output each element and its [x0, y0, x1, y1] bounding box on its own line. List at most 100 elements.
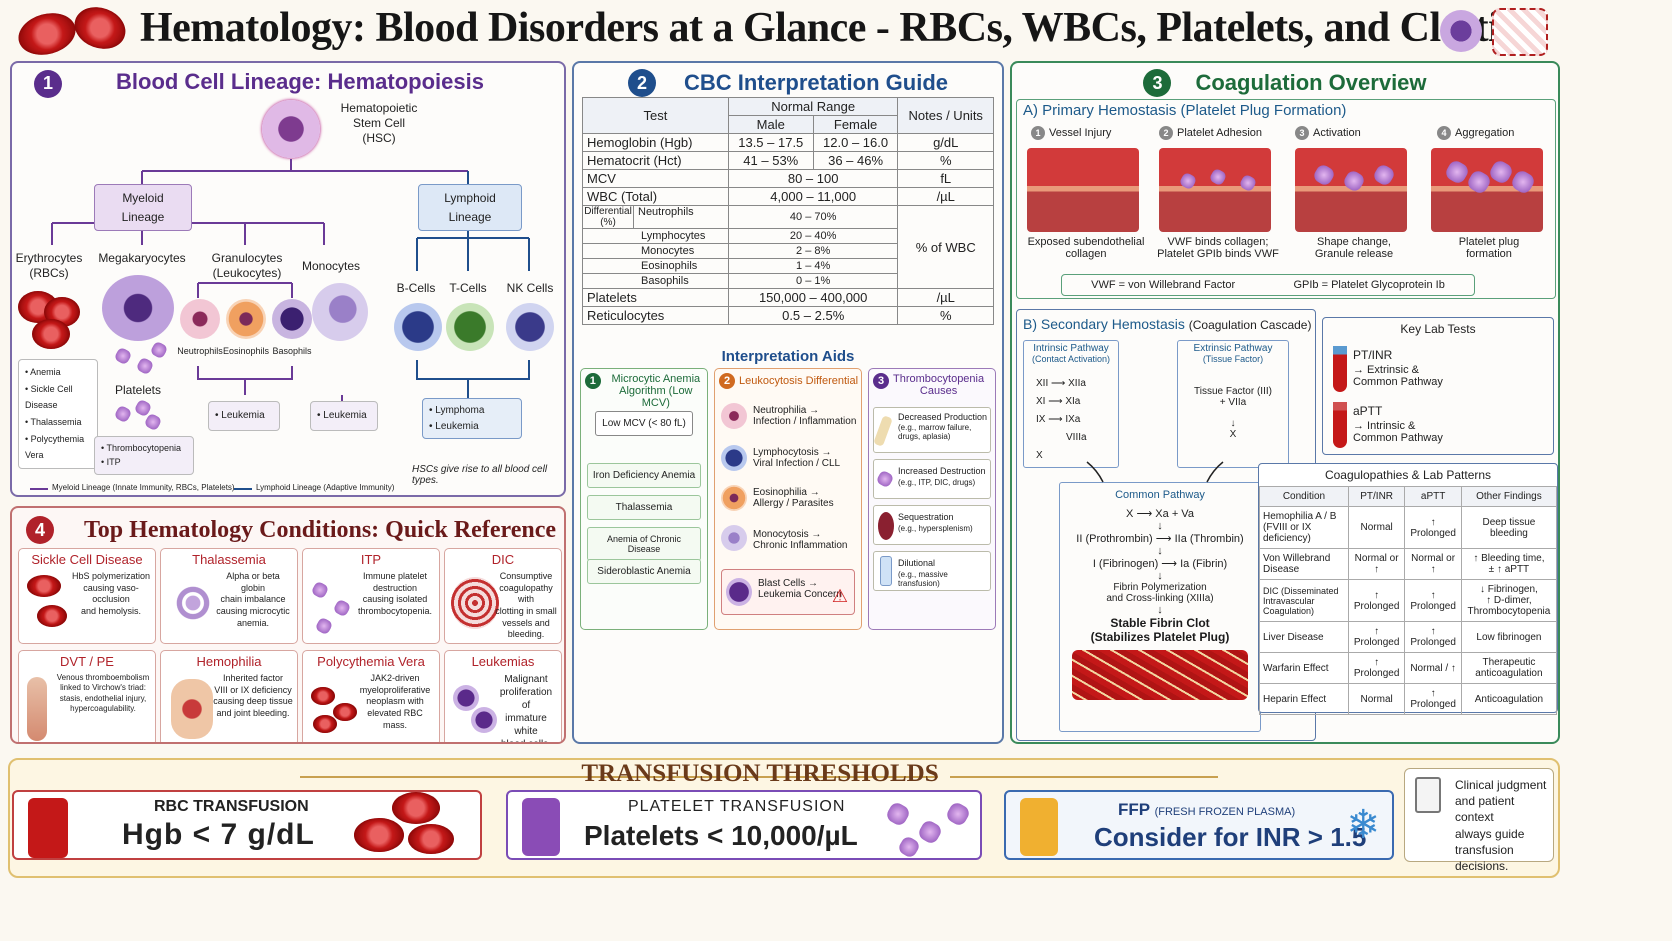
- eosinophils-label: Eosinophils: [222, 346, 270, 356]
- fibrin-clot-image: [1072, 650, 1248, 700]
- nkcell-cell: [506, 303, 554, 351]
- clinical-note: Clinical judgment and patient context al…: [1455, 778, 1547, 873]
- ffp-transfusion-box: FFP (FRESH FROZEN PLASMA) Consider for I…: [1004, 790, 1394, 860]
- legend-myeloid: Myeloid Lineage (Innate Immunity, RBCs, …: [52, 483, 235, 492]
- warning-icon: ⚠: [831, 586, 848, 606]
- clinical-note-box: Clinical judgment and patient context al…: [1404, 768, 1554, 873]
- myeloid-lineage-box: Myeloid Lineage: [94, 184, 192, 232]
- bone-icon: [873, 415, 893, 447]
- extrinsic-pathway-box: Extrinsic Pathway (Tissue Factor) Tissue…: [1177, 340, 1289, 468]
- common-pathway-box: Common Pathway X ⟶ Xa + Va ↓ II (Prothro…: [1059, 482, 1261, 732]
- rbc-cell: [32, 319, 70, 349]
- granulocyte-disorder-box: • Leukemia: [208, 401, 280, 431]
- secondary-hemostasis-title: B) Secondary Hemostasis: [1023, 316, 1185, 332]
- basophil-cell: [272, 299, 312, 339]
- rbc-disorders-box: • Anemia• Sickle Cell Disease• Thalassem…: [18, 359, 98, 469]
- bcell-cell: [394, 303, 442, 351]
- primary-hemostasis-box: A) Primary Hemostasis (Platelet Plug For…: [1016, 99, 1556, 299]
- megakaryocytes-label: Megakaryocytes: [98, 251, 186, 265]
- title-fibrin-decoration: [1492, 8, 1548, 56]
- tcell-cell: [446, 303, 494, 351]
- blood-bag-icon: [28, 798, 68, 858]
- page-title: Hematology: Blood Disorders at a Glance …: [140, 5, 1543, 51]
- aid-leukocytosis: 2 Leukocytosis Differential Neutrophilia…: [714, 368, 862, 630]
- spleen-icon: [878, 512, 894, 540]
- transfusion-title: TRANSFUSION THRESHOLDS: [581, 760, 939, 787]
- neutrophil-cell: [180, 299, 220, 339]
- iron-deficiency-item: Iron Deficiency Anemia: [587, 463, 701, 488]
- interpretation-aids-title: Interpretation Aids: [721, 348, 855, 365]
- cascade-arrows: [1086, 461, 1224, 483]
- title-rbc-decoration: [13, 0, 132, 61]
- panel-title: Top Hematology Conditions: Quick Referen…: [84, 516, 556, 543]
- nkcells-label: NK Cells: [506, 281, 554, 295]
- monocyte-disorder-box: • Leukemia: [310, 401, 378, 431]
- panel-number: 1: [34, 69, 62, 98]
- low-mcv-box: Low MCV (< 80 fL): [595, 411, 693, 436]
- platelet-transfusion-box: PLATELET TRANSFUSION Platelets < 10,000/…: [506, 790, 982, 860]
- iv-bag-icon: [880, 556, 892, 586]
- platelet-bag-icon: [522, 798, 560, 856]
- plasma-bag-icon: [1020, 798, 1058, 856]
- aid-thrombocytopenia: 3 Thrombocytopenia Causes Decreased Prod…: [868, 368, 996, 630]
- panel-number: 3: [1143, 69, 1172, 97]
- blood-tube-icon: [1333, 402, 1347, 448]
- eosinophil-cell: [226, 299, 266, 339]
- blood-tube-icon: [1333, 346, 1347, 392]
- panel-coagulation: 3 Coagulation Overview A) Primary Hemosta…: [1010, 61, 1560, 744]
- lymphoid-disorders-box: • Lymphoma• Leukemia: [422, 398, 522, 439]
- platelets-label: Platelets: [114, 383, 162, 397]
- hsc-cell: [262, 100, 320, 158]
- tcells-label: T-Cells: [449, 281, 487, 295]
- panel-conditions: 4 Top Hematology Conditions: Quick Refer…: [10, 506, 566, 744]
- chronic-disease-item: Anemia of Chronic Disease: [587, 527, 701, 561]
- key-lab-tests-box: Key Lab Tests PT/INR → Extrinsic & Commo…: [1322, 317, 1554, 455]
- monocyte-cell: [312, 283, 368, 341]
- panel-number: 2: [627, 69, 656, 97]
- bcells-label: B-Cells: [396, 281, 436, 295]
- panel-title: Blood Cell Lineage: Hematopoiesis: [116, 69, 484, 94]
- rbc-transfusion-box: RBC TRANSFUSION Hgb < 7 g/dL: [12, 790, 482, 860]
- monocytes-label: Monocytes: [301, 259, 361, 273]
- panel-title: Coagulation Overview: [1195, 70, 1427, 95]
- panel-hematopoiesis: 1 Blood Cell Lineage: Hematopoiesis Hemat…: [10, 61, 566, 497]
- basophils-label: Basophils: [272, 346, 312, 356]
- thalassemia-item: Thalassemia: [587, 495, 701, 520]
- blast-cells-box: Blast Cells → Leukemia Concern ⚠: [721, 569, 855, 615]
- clipboard-icon: [1415, 777, 1441, 813]
- panel-title: CBC Interpretation Guide: [683, 70, 948, 95]
- hsc-label: Hematopoietic Stem Cell (HSC): [340, 101, 418, 145]
- granulocytes-label: Granulocytes (Leukocytes): [211, 251, 283, 280]
- megakaryocyte-cell: [102, 275, 174, 341]
- intrinsic-pathway-box: Intrinsic Pathway (Contact Activation) X…: [1023, 340, 1119, 468]
- hsc-note: HSCs give rise to all blood cell types.: [412, 464, 548, 486]
- secondary-hemostasis-box: B) Secondary Hemostasis (Coagulation Cas…: [1016, 309, 1316, 741]
- sideroblastic-item: Sideroblastic Anemia: [587, 559, 701, 584]
- platelet-disorders-box: • Thrombocytopenia• ITP: [94, 436, 194, 475]
- erythrocytes-label: Erythrocytes (RBCs): [15, 251, 83, 280]
- neutrophils-label: Neutrophils: [177, 346, 223, 356]
- title-wbc-decoration: [1440, 10, 1482, 52]
- primary-hemostasis-title: A) Primary Hemostasis (Platelet Plug For…: [1023, 102, 1347, 119]
- panel-number: 4: [26, 516, 54, 544]
- lymphoid-lineage-box: Lymphoid Lineage: [418, 184, 522, 232]
- aid-microcytic: 1 Microcytic Anemia Algorithm (Low MCV) …: [580, 368, 708, 630]
